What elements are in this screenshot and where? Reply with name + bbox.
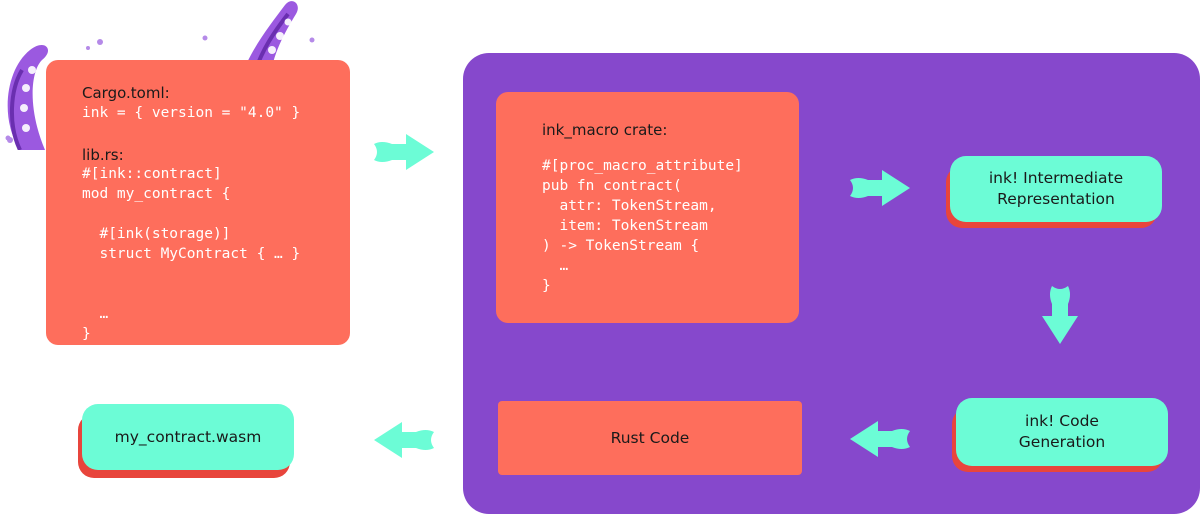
code-line: } <box>82 326 91 342</box>
code-line: … <box>542 258 569 274</box>
code-line: … <box>82 306 109 322</box>
rust-code-box: Rust Code <box>498 401 802 475</box>
code-line: #[proc_macro_attribute] <box>542 158 743 174</box>
ir-box: ink! Intermediate Representation <box>950 156 1162 222</box>
code-line: struct MyContract { … } <box>82 246 301 262</box>
arrow-left-icon <box>850 421 910 457</box>
codegen-label-line-2: Generation <box>1018 433 1106 451</box>
code-line: item: TokenStream <box>542 218 708 234</box>
wasm-box-label: my_contract.wasm <box>114 428 262 446</box>
cargo-toml-label: Cargo.toml: <box>82 84 170 102</box>
wasm-box: my_contract.wasm <box>82 404 294 470</box>
macro-crate-title: ink_macro crate: <box>542 121 668 139</box>
ir-label-line-1: ink! Intermediate <box>988 169 1124 187</box>
lib-rs-code: #[ink::contract] mod my_contract { #[ink… <box>82 164 300 344</box>
codegen-label-line-1: ink! Code <box>1025 412 1099 430</box>
arrow-left-icon <box>374 422 434 458</box>
sparkle-dots-icon <box>5 35 315 141</box>
code-line <box>82 204 300 224</box>
code-line <box>82 264 300 284</box>
code-line: #[ink(storage)] <box>82 226 231 242</box>
lib-rs-label: lib.rs: <box>82 146 124 164</box>
tentacle-left-icon <box>7 45 48 150</box>
arrow-down-icon <box>1042 286 1078 344</box>
code-line <box>82 284 300 304</box>
codegen-box: ink! Code Generation <box>956 398 1168 466</box>
code-line: ) -> TokenStream { <box>542 238 700 254</box>
code-line: } <box>542 278 551 294</box>
ir-box-label: ink! Intermediate Representation <box>950 168 1162 210</box>
code-line: mod my_contract { <box>82 186 231 202</box>
codegen-box-label: ink! Code Generation <box>956 411 1168 453</box>
macro-code: #[proc_macro_attribute] pub fn contract(… <box>542 156 743 296</box>
source-code-box: Cargo.toml: ink = { version = "4.0" } li… <box>46 60 350 345</box>
code-line: pub fn contract( <box>542 178 682 194</box>
ir-label-line-2: Representation <box>997 190 1115 208</box>
arrow-right-icon <box>850 170 910 206</box>
rust-code-label: Rust Code <box>610 429 690 447</box>
code-line: #[ink::contract] <box>82 166 222 182</box>
code-line: attr: TokenStream, <box>542 198 717 214</box>
cargo-version-line: ink = { version = "4.0" } <box>82 105 301 121</box>
macro-crate-box: ink_macro crate: #[proc_macro_attribute]… <box>496 92 799 323</box>
arrow-right-icon <box>374 134 434 170</box>
